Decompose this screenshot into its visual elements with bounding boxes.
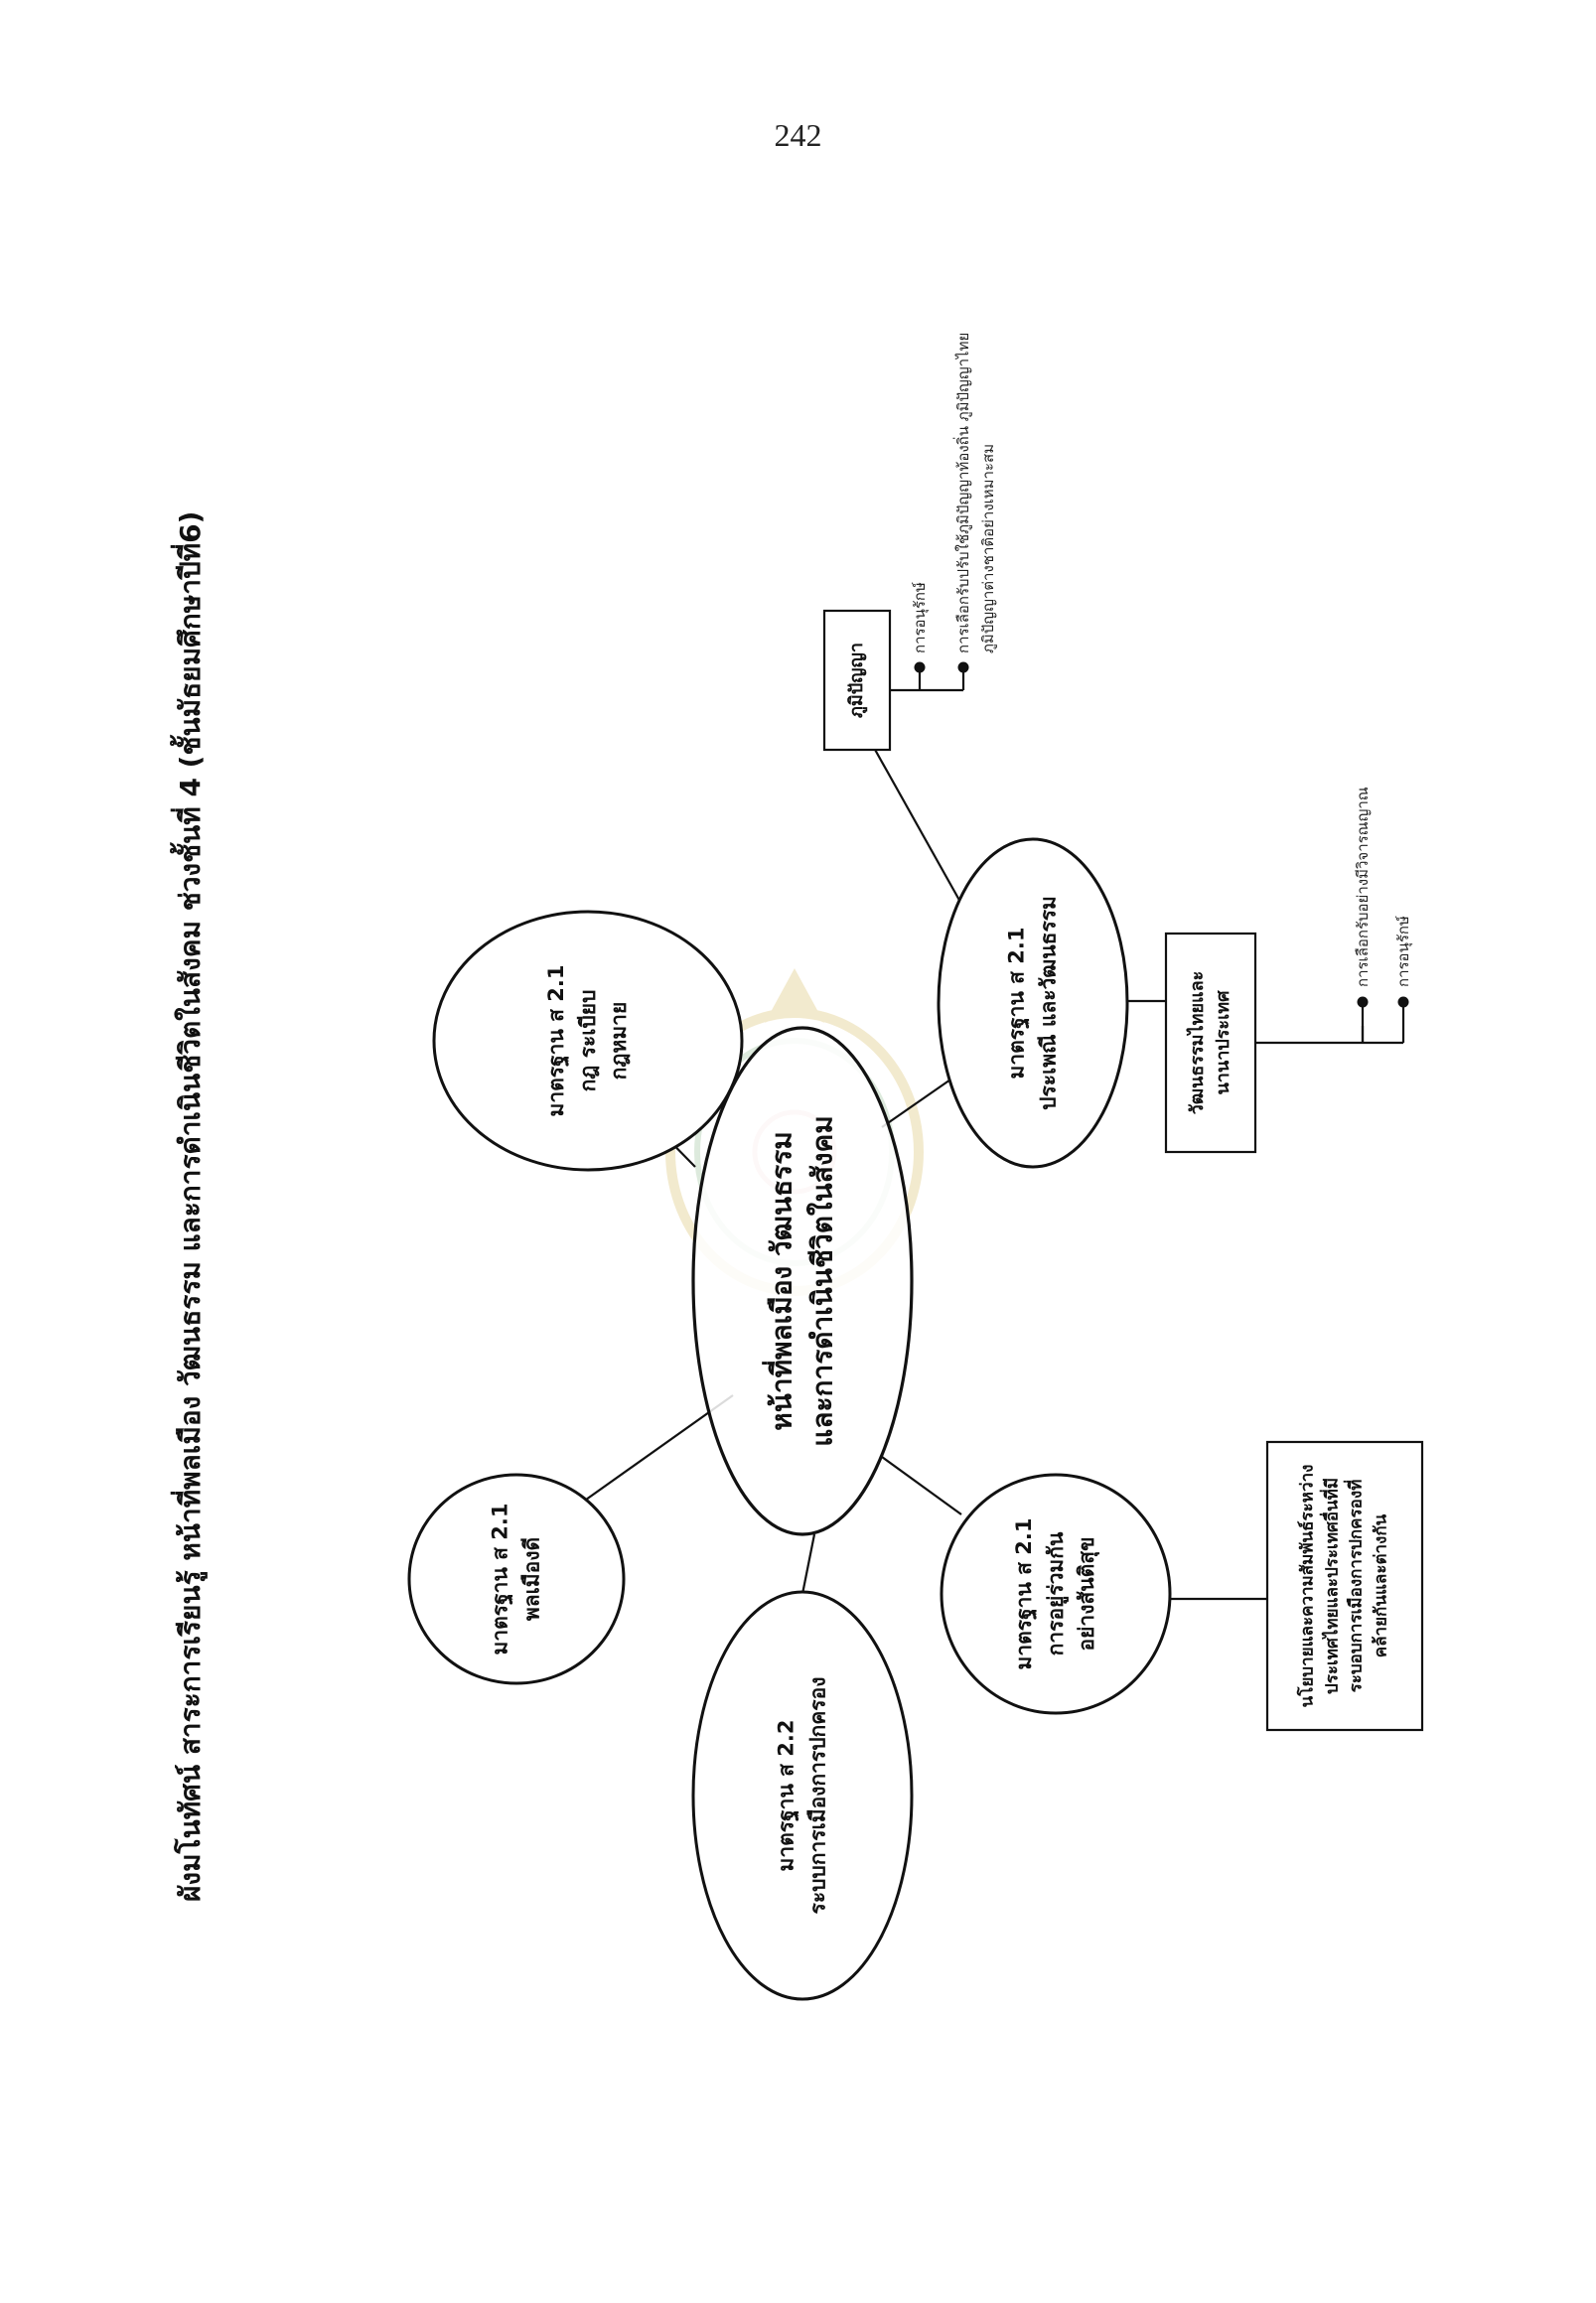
culture-dot-1 — [1357, 996, 1369, 1008]
node-law: มาตรฐาน ส 2.1 กฎ ระเบียบ กฎหมาย — [541, 965, 636, 1117]
connector-lines — [571, 670, 1405, 1601]
box-policy-label: นโยบายและความสัมพันธ์ระหว่าง ประเทศไทยแล… — [1296, 1465, 1394, 1708]
node-peace-shape — [940, 1473, 1172, 1715]
node-peace-line3: อย่างสันติสุข — [1074, 1536, 1098, 1652]
box-policy-line2: ประเทศไทยและประเทศอื่นที่มี — [1322, 1477, 1343, 1695]
box-culture-line1: วัฒนธรรมไทยและ — [1186, 970, 1208, 1115]
node-center-shape — [691, 1026, 914, 1536]
box-policy-shape — [1265, 1440, 1424, 1732]
culture-item-2: การอนุรักษ์ — [1394, 916, 1412, 987]
box-policy-line1: นโยบายและความสัมพันธ์ระหว่าง — [1297, 1464, 1318, 1708]
node-law-line3: กฎหมาย — [606, 1001, 631, 1080]
link-center-citizen — [571, 1394, 734, 1511]
link-center-tradition — [881, 1077, 954, 1128]
culture-item-1: การเลือกรับอย่างมีวิจารณญาณ — [1354, 787, 1372, 987]
node-peace: มาตรฐาน ส 2.1 การอยู่ร่วมกัน อย่างสันติส… — [1009, 1518, 1103, 1670]
node-peace-line2: การอยู่ร่วมกัน — [1043, 1531, 1068, 1656]
node-tradition: มาตรฐาน ส 2.1 ประเพณี และวัฒนธรรม — [1002, 896, 1065, 1110]
node-tradition-line1: มาตรฐาน ส 2.1 — [1004, 927, 1029, 1080]
box-wisdom-label: ภูมิปัญญา — [845, 643, 867, 718]
link-tradition-wisdom — [873, 747, 962, 905]
node-citizen-line1: มาตรฐาน ส 2.1 — [488, 1503, 512, 1655]
page-number: 242 — [774, 117, 822, 153]
wisdom-item-2-continuation: ภูมิปัญญาต่างชาติอย่างเหมาะสม — [979, 443, 997, 653]
box-policy-line4: คล้ายกันและต่างกัน — [1371, 1513, 1391, 1658]
node-law-line2: กฎ ระเบียบ — [575, 989, 600, 1092]
wisdom-dot-1 — [914, 661, 926, 673]
node-tradition-shape — [937, 837, 1129, 1169]
node-politics-line2: ระบบการเมืองการปกครอง — [805, 1676, 829, 1915]
node-politics: มาตรฐาน ส 2.2 ระบบการเมืองการปกครอง — [772, 1677, 834, 1915]
node-citizen-shape — [407, 1473, 626, 1685]
node-peace-line1: มาตรฐาน ส 2.1 — [1011, 1517, 1036, 1670]
node-law-shape — [432, 910, 744, 1172]
box-wisdom-shape — [822, 609, 892, 752]
node-center-line2: และการดำเนินชีวิตในสังคม — [805, 1115, 838, 1447]
node-tradition-line2: ประเพณี และวัฒนธรรม — [1036, 896, 1060, 1110]
box-culture-label: วัฒนธรรมไทยและ นานาประเทศ — [1185, 971, 1236, 1115]
node-citizen-line2: พลเมืองดี — [519, 1536, 543, 1622]
wisdom-dot-2 — [957, 661, 969, 673]
culture-dot-2 — [1397, 996, 1409, 1008]
node-law-line1: มาตรฐาน ส 2.1 — [543, 964, 568, 1117]
box-policy-line3: ระบอบการเมืองการปกครองที่ — [1347, 1479, 1367, 1693]
wisdom-item-2: การเลือกรับปรับใช้ภูมิปัญญาท้องถิ่น ภูมิ… — [954, 332, 972, 653]
box-culture-shape — [1164, 932, 1257, 1154]
box-culture-line2: นานาประเทศ — [1213, 990, 1233, 1095]
node-citizen: มาตรฐาน ส 2.1 พลเมืองดี — [486, 1504, 548, 1655]
link-center-peace — [881, 1456, 962, 1515]
node-center-line1: หน้าที่พลเมือง วัฒนธรรม — [765, 1131, 798, 1431]
node-politics-line1: มาตรฐาน ส 2.2 — [774, 1719, 798, 1872]
node-center: หน้าที่พลเมือง วัฒนธรรม และการดำเนินชีวิ… — [762, 1115, 842, 1446]
node-politics-shape — [691, 1590, 914, 2001]
wisdom-item-1: การอนุรักษ์ — [911, 582, 929, 653]
nodes — [407, 837, 1172, 2001]
bullet-dots — [914, 661, 1409, 1008]
boxes — [822, 609, 1424, 1732]
link-center-politics — [800, 1533, 816, 1595]
